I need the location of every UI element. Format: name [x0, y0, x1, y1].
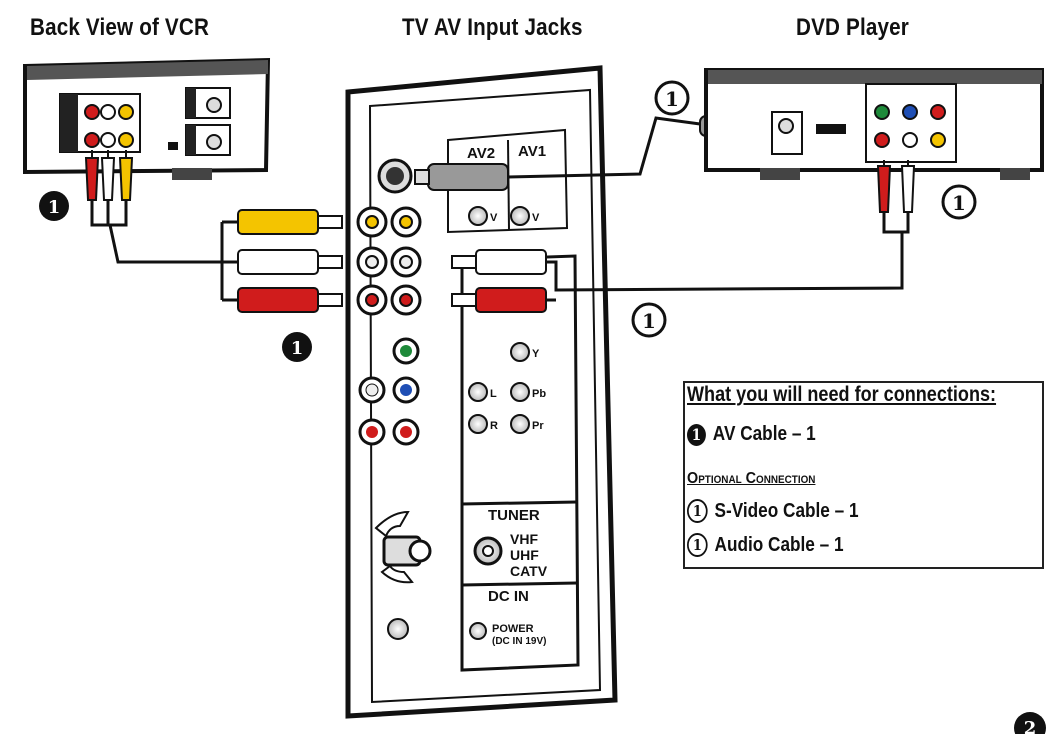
legend-av-cable-text: AV Cable – 1: [712, 423, 816, 445]
audio-cable-plugs: [451, 232, 904, 313]
marker-ring-svideo: 1: [665, 87, 679, 111]
marker-ring-dvd-audio: 1: [952, 191, 966, 215]
solid-number-icon: 1: [687, 423, 706, 446]
dc-in-label: DC IN: [488, 588, 529, 605]
step-markers: 1 1 1 1 1 2: [39, 80, 1046, 734]
catv-label: CATV: [510, 563, 548, 579]
legend-audio-cable-text: Audio Cable – 1: [714, 533, 844, 556]
y-label: Y: [532, 348, 540, 360]
v-label-av1: V: [532, 212, 540, 224]
l-label: L: [490, 388, 497, 400]
legend-audio-cable: 1 Audio Cable – 1: [687, 533, 844, 557]
tv-title: TV AV Input Jacks: [402, 14, 583, 41]
ring-number-icon: 1: [687, 499, 708, 523]
legend-title: What you will need for connections:: [687, 383, 997, 406]
tuner-label: TUNER: [488, 507, 540, 524]
av2-label: AV2: [467, 145, 495, 162]
dvd-device: [704, 68, 1044, 234]
requirements-legend: [683, 381, 1044, 569]
av1-label: AV1: [518, 143, 546, 160]
pb-label: Pb: [532, 388, 546, 400]
ring-number-icon: 1: [687, 533, 708, 557]
legend-optional-heading: Optional Connection: [687, 470, 816, 487]
vcr-title: Back View of VCR: [30, 14, 210, 41]
v-label-av2: V: [490, 212, 498, 224]
vcr-av-plugs: [84, 150, 222, 264]
marker-solid-vcr: 1: [48, 197, 61, 218]
legend-av-cable: 1 AV Cable – 1: [687, 423, 816, 446]
power-sub-label: (DC IN 19V): [492, 636, 546, 647]
dvd-title: DVD Player: [796, 14, 910, 41]
legend-svideo-cable-text: S-Video Cable – 1: [714, 499, 859, 522]
marker-solid-av: 1: [291, 338, 304, 359]
tv-panel: [345, 65, 618, 719]
pr-label: Pr: [532, 420, 544, 432]
vcr-device: [23, 57, 271, 180]
uhf-label: UHF: [510, 547, 539, 563]
corner-step-mark: 2: [1024, 718, 1037, 734]
legend-svideo-cable: 1 S-Video Cable – 1: [687, 499, 859, 523]
tv-panel-labels: AV2 AV1 V V Y L Pb R Pr TUNER VHF UHF CA…: [467, 143, 548, 647]
vhf-label: VHF: [510, 531, 538, 547]
marker-ring-audio-cable: 1: [642, 309, 656, 333]
av-cable-plugs: [220, 209, 343, 313]
r-label: R: [490, 420, 498, 432]
power-label: POWER: [492, 623, 534, 635]
